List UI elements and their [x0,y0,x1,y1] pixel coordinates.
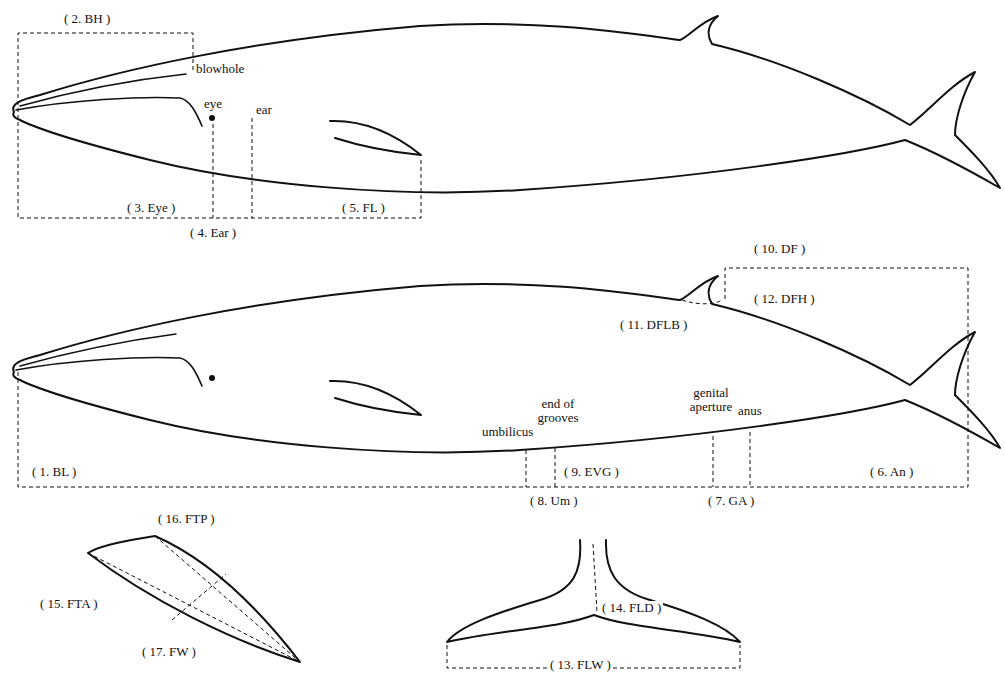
measure-label: ( 3. Eye ) [125,201,177,215]
measure-label: ( 10. DF ) [752,242,807,256]
part-name: genital aperture [680,386,742,415]
flipper [330,121,421,155]
measure-label: ( 4. Ear ) [188,226,238,240]
measure-label: ( 17. FW ) [140,645,198,659]
measure-label: ( 15. FTA ) [38,597,99,611]
measure-label: ( 5. FL ) [340,201,387,215]
flipper-detail [88,536,300,662]
part-name: umbilicus [482,425,533,439]
part-name: blowhole [194,62,246,76]
measure-label: ( 11. DFLB ) [618,318,689,332]
part-name: end of grooves [528,397,588,426]
blowhole-line [20,334,176,366]
flipper [330,381,421,415]
measure-label: ( 2. BH ) [62,12,112,26]
measure-label: ( 9. EVG ) [562,465,621,479]
measure-label: ( 14. FLD ) [600,601,663,615]
measure-label: ( 8. Um ) [528,494,580,508]
measure-label: ( 13. FLW ) [548,658,613,672]
measure-label: ( 16. FTP ) [156,512,217,526]
measure-label: ( 12. DFH ) [752,292,817,306]
eye-dot [209,375,215,381]
part-name: eye [204,97,222,111]
mouth-line [16,98,202,127]
measure-label: ( 1. BL ) [30,465,78,479]
fluke-detail [447,540,740,642]
measure-label: ( 7. GA ) [706,494,756,508]
part-name: ear [256,103,272,117]
whale-outline [13,276,1000,452]
part-name: anus [738,404,762,418]
measure-label: ( 6. An ) [868,465,915,479]
blowhole-line [20,74,186,106]
eye-dot [209,115,215,121]
whale-outline [13,16,1000,192]
mouth-line [16,358,202,387]
measure-lines [18,33,968,668]
